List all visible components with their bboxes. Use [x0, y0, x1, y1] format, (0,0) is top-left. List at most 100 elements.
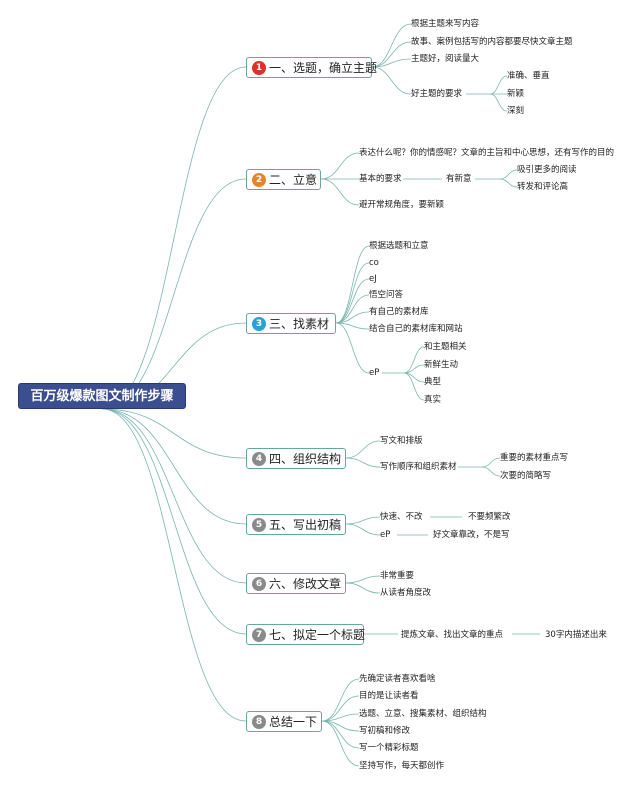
connector-line	[481, 457, 501, 468]
connector-line	[499, 178, 518, 188]
branch-node-7[interactable]: 7 七、拟定一个标题	[246, 624, 366, 645]
branch-label: 六、修改文章	[269, 577, 342, 591]
connector-line	[321, 720, 360, 767]
leaf-node[interactable]: 30字内描述出来	[545, 630, 607, 640]
leaf-node[interactable]: co	[369, 258, 379, 268]
leaf-node[interactable]: 吸引更多的阅读	[517, 165, 577, 175]
leaf-node[interactable]: 写文和排版	[380, 436, 423, 446]
leaf-node[interactable]: 基本的要求	[359, 174, 402, 184]
leaf-node[interactable]: 重要的素材重点写	[500, 453, 569, 463]
leaf-node[interactable]: eJ	[369, 274, 377, 284]
connector-line	[345, 523, 381, 536]
connector-line	[371, 23, 412, 68]
leaf-node[interactable]: 写作顺序和组织素材	[380, 462, 457, 472]
leaf-node[interactable]: 新颖	[507, 89, 525, 99]
leaf-node[interactable]: 故事、案例包括写的内容都要尽快文章主题	[411, 37, 573, 47]
branch-label: 七、拟定一个标题	[269, 628, 366, 642]
branch-node-3[interactable]: 3 三、找素材	[246, 313, 336, 334]
leaf-node[interactable]: 根据主题来写内容	[411, 19, 480, 29]
root-node[interactable]: 百万级爆款图文制作步骤	[18, 383, 186, 409]
number-7-icon: 7	[252, 627, 266, 642]
connector-line	[321, 678, 360, 722]
branch-label: 一、选题，确立主题	[269, 61, 378, 75]
connector-line	[371, 41, 412, 68]
leaf-node[interactable]: 避开常规角度，要新颖	[359, 200, 445, 210]
leaf-node[interactable]: 准确、垂直	[507, 71, 550, 81]
connector-line	[489, 93, 508, 112]
connector-line	[101, 408, 247, 459]
connector-line	[101, 178, 247, 410]
branch-node-6[interactable]: 6 六、修改文章	[246, 573, 346, 594]
leaf-node[interactable]: 和主题相关	[424, 342, 467, 352]
leaf-node[interactable]: 非常重要	[380, 571, 415, 581]
number-5-icon: 5	[252, 517, 266, 532]
connector-line	[371, 58, 412, 68]
connector-line	[321, 695, 360, 722]
leaf-node[interactable]: 坚持写作，每天都创作	[359, 761, 445, 771]
connector-line	[335, 294, 370, 324]
branch-label: 总结一下	[269, 715, 318, 729]
connector-line	[345, 516, 381, 525]
leaf-node[interactable]: 选题、立意、搜集素材、组织结构	[359, 709, 487, 719]
leaf-node[interactable]: 写初稿和修改	[359, 726, 411, 736]
leaf-node[interactable]: 结合自己的素材库和网站	[369, 324, 463, 334]
leaf-node[interactable]: 有自己的素材库	[369, 307, 429, 317]
leaf-node[interactable]: 根据选题和立意	[369, 241, 429, 251]
connector-line	[101, 66, 247, 410]
connector-line	[335, 311, 370, 324]
leaf-node[interactable]: 主题好，阅读量大	[411, 54, 480, 64]
connector-line	[489, 75, 508, 95]
connector-line	[481, 466, 501, 477]
number-3-icon: 3	[252, 316, 266, 331]
leaf-node[interactable]: 目的是让读者看	[359, 691, 419, 701]
connector-line	[345, 582, 381, 594]
leaf-node[interactable]: 次要的简略写	[500, 471, 552, 481]
connector-line	[101, 408, 247, 584]
leaf-node[interactable]: eP	[369, 368, 380, 378]
leaf-node[interactable]: 提炼文章、找出文章的重点	[401, 630, 504, 640]
branch-label: 三、找素材	[269, 317, 330, 331]
branch-node-1[interactable]: 1 一、选题，确立主题	[246, 57, 377, 78]
leaf-node[interactable]: 有新意	[446, 174, 472, 184]
leaf-node[interactable]: 表达什么呢？你的情感呢？文章的主旨和中心思想，还有写作的目的	[359, 148, 615, 158]
connector-line	[403, 346, 425, 374]
branch-node-5[interactable]: 5 五、写出初稿	[246, 514, 346, 535]
leaf-node[interactable]: 典型	[424, 377, 442, 387]
connector-line	[320, 178, 360, 206]
connector-line	[335, 322, 370, 374]
leaf-node[interactable]: 好文章靠改，不是写	[433, 530, 510, 540]
connector-line	[320, 152, 360, 180]
leaf-node[interactable]: 不要频繁改	[468, 512, 511, 522]
leaf-node[interactable]: 悟空问答	[369, 290, 404, 300]
branch-label: 二、立意	[269, 173, 318, 187]
leaf-node[interactable]: 好主题的要求	[411, 89, 463, 99]
leaf-node[interactable]: 深刻	[507, 106, 525, 116]
branch-node-2[interactable]: 2 二、立意	[246, 169, 321, 190]
connector-line	[345, 575, 381, 584]
connector-line	[403, 372, 425, 401]
branch-label: 五、写出初稿	[269, 518, 342, 532]
leaf-node[interactable]: 新鲜生动	[424, 360, 459, 370]
leaf-node[interactable]: 先确定读者喜欢看啥	[359, 674, 436, 684]
leaf-node[interactable]: 从读者角度改	[380, 588, 432, 598]
number-1-icon: 1	[252, 60, 266, 75]
connector-line	[345, 457, 381, 468]
number-6-icon: 6	[252, 576, 266, 591]
connector-line	[101, 408, 247, 722]
connector-line	[345, 440, 381, 459]
leaf-node[interactable]: eP	[380, 530, 391, 540]
number-2-icon: 2	[252, 172, 266, 187]
connector-line	[499, 169, 518, 180]
leaf-node[interactable]: 转发和评论高	[517, 182, 569, 192]
connector-line	[335, 245, 370, 324]
connector-line	[335, 278, 370, 324]
number-4-icon: 4	[252, 451, 266, 466]
branch-node-4[interactable]: 4 四、组织结构	[246, 448, 346, 469]
leaf-node[interactable]: 写一个精彩标题	[359, 743, 419, 753]
branch-node-8[interactable]: 8 总结一下	[246, 711, 322, 732]
number-8-icon: 8	[252, 714, 266, 729]
leaf-node[interactable]: 真实	[424, 395, 442, 405]
leaf-node[interactable]: 快速、不改	[380, 512, 423, 522]
connector-line	[335, 262, 370, 324]
